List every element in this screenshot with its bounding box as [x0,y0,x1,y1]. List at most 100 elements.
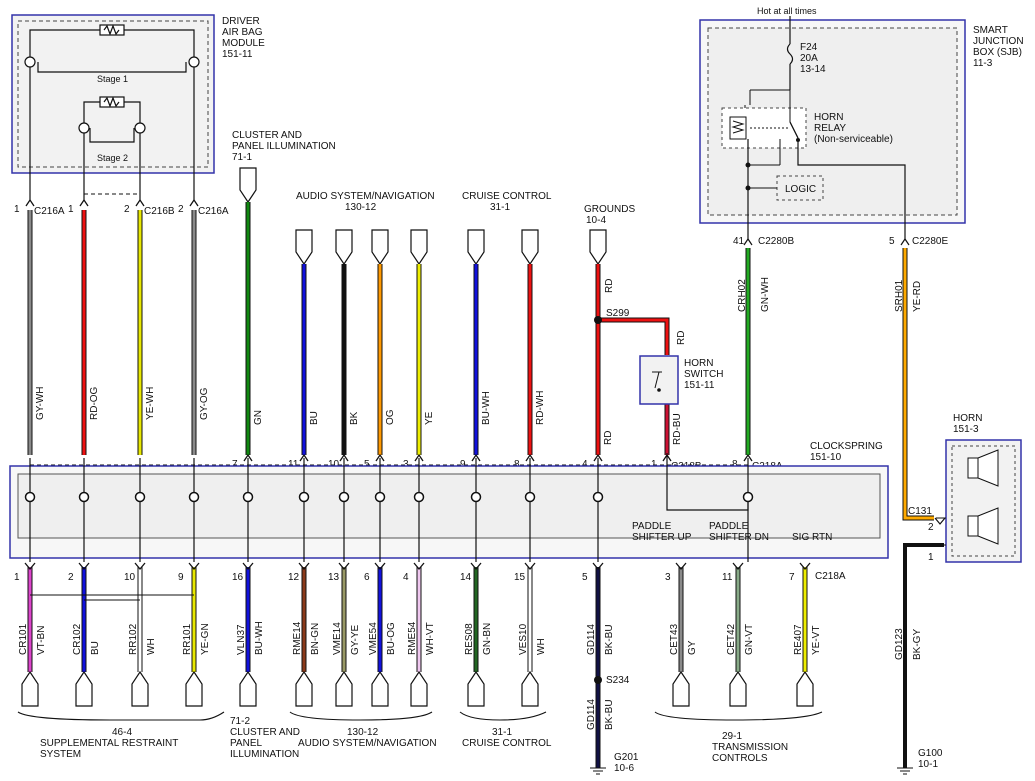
connector-pointer [21,670,39,707]
bottom-wire-circuit-14: CET42 [726,623,737,655]
pin-chevron [78,562,90,571]
terminal [338,491,350,503]
bottom-pin-number-14: 11 [722,572,733,583]
fuse-ref: 13-14 [800,64,826,75]
pin-arrow [525,453,535,462]
bottom-wire-label-13: GY [687,640,698,655]
horn-switch-ref: 151-11 [684,380,715,391]
connector-pointer [335,670,353,707]
terminal [24,491,36,503]
bottom-wire-label-15: YE-VT [811,626,822,655]
bottom-pin-number-15: 7 [789,572,795,583]
horn-switch-name-1: HORN [684,358,713,369]
terminal [413,491,425,503]
bottom-cluster-ref: 71-2 [230,716,250,727]
ground-g100-ref: 10-1 [918,759,938,770]
connector-pointer [729,670,747,707]
top-pin-6: 11 [288,453,309,470]
fuse-name: F24 [800,42,818,53]
ground-lower-circuit: GD114 [586,699,597,730]
bottom-srs-l2: SYSTEM [40,749,81,760]
connector-pointer [239,167,257,204]
terminal [470,491,482,503]
ground-switch-label: RD [676,331,687,345]
top-pin-number-14: 8 [732,459,738,470]
bottom-wire-label-10: GN-BN [482,623,493,655]
bottom-wire-label-3: WH [146,638,157,655]
pin-chevron [524,562,536,571]
bottom-audio-ref: 130-12 [347,727,379,738]
top-cruise-ref: 31-1 [490,202,510,213]
connector-pointer [131,670,149,707]
bottom-pin-number-9: 4 [403,572,409,583]
top-wire-label-4: GY-OG [199,387,210,420]
bottom-pin-number-13: 3 [665,572,671,583]
airbag-ref: 151-11 [222,49,253,60]
pin-arrow [243,453,253,462]
splice-s234-label: S234 [606,675,630,686]
ground-g201: G201 [614,752,639,763]
pin-chevron [675,562,687,571]
terminal [374,491,386,503]
sjb-conn-c2280e: C2280E [912,236,948,247]
bottom-wire-circuit-13: CET43 [669,623,680,655]
top-wire-6: BU [295,229,320,455]
sjb-pin-41: 41 [733,236,745,247]
top-wire-label-1: GY-WH [35,386,46,420]
bottom-wire-circuit-10: RES08 [464,623,475,655]
bottom-wire-circuit-12: GD114 [586,624,597,655]
top-pin-number-9: 3 [403,459,409,470]
bottom-wire-circuit-4: RR101 [182,623,193,655]
wire-srh01 [902,248,934,521]
bottom-trans-ref: 29-1 [722,731,742,742]
top-wire-label-13: RD-BU [672,413,683,445]
terminal [524,491,536,503]
top-audio-ref: 130-12 [345,202,377,213]
horn-conn: C131 [908,506,932,517]
bottom-wire-circuit-3: RR102 [128,623,139,655]
sjb-hot-label: Hot at all times [757,6,817,16]
pin-arrow [79,198,89,207]
wire-gd123-label: BK-GY [912,629,923,660]
sjb-name-2: JUNCTION [973,36,1024,47]
horn-name: HORN [953,413,982,424]
terminal [78,491,90,503]
bottom-wire-circuit-5: VLN37 [236,624,247,655]
top-wire-label-11: RD-WH [535,391,546,425]
connector-pointer [410,670,428,707]
ground-g100-symbol [897,767,913,775]
top-wire-label-3: YE-WH [145,387,156,420]
pin-arrow [189,198,199,207]
horn-switch-box [639,355,679,405]
bottom-srs-ref: 46-4 [112,727,132,738]
top-wire-9: YE [410,229,435,455]
connector-pointer [410,229,428,266]
top-wire-label-2: RD-OG [89,386,100,420]
top-wire-3: YE-WH [137,210,156,455]
bottom-pin-number-2: 2 [68,572,74,583]
bottom-pin-number-11: 15 [514,572,526,583]
wire-gd123-circuit: GD123 [894,628,905,660]
bottom-wire-circuit-7: VME14 [332,622,343,655]
pin-chevron [298,562,310,571]
bottom-wire-circuit-6: RME14 [292,621,303,655]
fuse-symbol [786,43,794,65]
top-wire-label-6: BU [309,411,320,425]
terminal [592,491,604,503]
horn-ref: 151-3 [953,424,979,435]
top-pin-number-1: 1 [14,204,20,215]
pin-chevron [732,562,744,571]
airbag-module-box [11,14,215,174]
pin-chevron [134,562,146,571]
pin-chevron [592,562,604,571]
